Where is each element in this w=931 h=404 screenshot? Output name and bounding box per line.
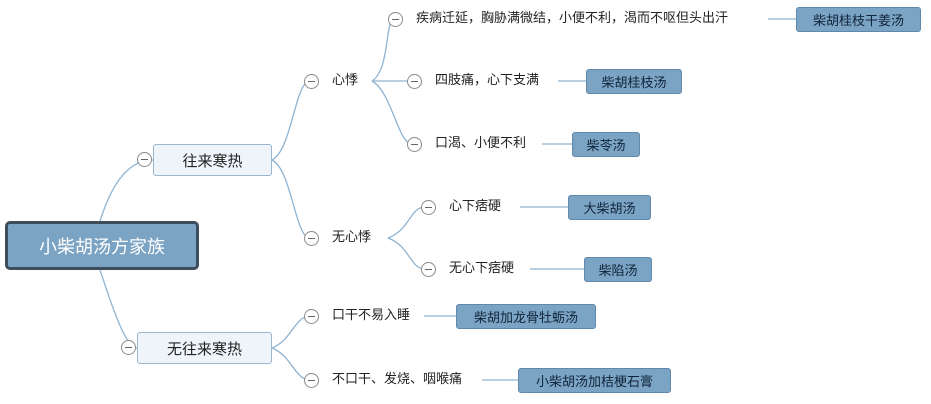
- root-topic[interactable]: 小柴胡汤方家族: [5, 221, 199, 270]
- symptom-label[interactable]: 口渴、小便不利: [435, 136, 527, 151]
- symptom-label[interactable]: 不口干、发烧、咽喉痛: [332, 372, 463, 387]
- formula-chaihu-jia-longgu-muli-tang[interactable]: 柴胡加龙骨牡蛎汤: [456, 304, 596, 329]
- connector-root-b1: [99, 269, 138, 349]
- connector-b1-l1: [271, 347, 311, 381]
- formula-chailing-tang[interactable]: 柴苓汤: [572, 132, 640, 157]
- branch-wanglaihanre[interactable]: 往来寒热: [153, 144, 272, 176]
- collapse-toggle-icon[interactable]: [421, 262, 436, 277]
- connector-s0-l2: [371, 80, 413, 145]
- collapse-toggle-icon[interactable]: [421, 200, 436, 215]
- branch-wu-wanglaihanre[interactable]: 无往来寒热: [137, 332, 272, 364]
- connector-s0-l0: [371, 18, 395, 82]
- connector-s1-l0: [387, 206, 426, 239]
- symptom-label[interactable]: 无心下痞硬: [449, 261, 515, 276]
- symptom-label[interactable]: 心下痞硬: [449, 199, 502, 214]
- collapse-toggle-icon[interactable]: [304, 74, 319, 89]
- collapse-toggle-icon[interactable]: [388, 12, 403, 27]
- connector-s1-l1: [387, 237, 426, 270]
- formula-chaixian-tang[interactable]: 柴陷汤: [584, 257, 652, 282]
- symptom-label[interactable]: 疾病迁延，胸胁满微结，小便不利，渴而不呕但头出汗: [416, 11, 729, 26]
- formula-xiao-chaihu-jia-jiegeng-shigao[interactable]: 小柴胡汤加桔梗石膏: [518, 368, 671, 393]
- collapse-toggle-icon[interactable]: [137, 152, 152, 167]
- collapse-toggle-icon[interactable]: [304, 373, 319, 388]
- collapse-toggle-icon[interactable]: [121, 340, 136, 355]
- subtopic-wu-xinji[interactable]: 无心悸: [332, 230, 372, 245]
- formula-chaihu-guizhi-tang[interactable]: 柴胡桂枝汤: [586, 69, 682, 94]
- collapse-toggle-icon[interactable]: [407, 74, 422, 89]
- connector-root-b0: [99, 159, 154, 222]
- connector-b0-s0: [271, 80, 311, 161]
- symptom-label[interactable]: 四肢痛，心下支满: [435, 73, 540, 88]
- formula-da-chaihu-tang[interactable]: 大柴胡汤: [568, 195, 651, 220]
- symptom-label[interactable]: 口干不易入睡: [332, 308, 411, 323]
- subtopic-xinji[interactable]: 心悸: [332, 73, 359, 88]
- collapse-toggle-icon[interactable]: [407, 137, 422, 152]
- connector-b0-s1: [271, 159, 311, 239]
- collapse-toggle-icon[interactable]: [304, 309, 319, 324]
- connector-b1-l0: [271, 315, 311, 349]
- formula-chaihu-guizhi-ganjiang-tang[interactable]: 柴胡桂枝干姜汤: [796, 7, 921, 32]
- collapse-toggle-icon[interactable]: [304, 231, 319, 246]
